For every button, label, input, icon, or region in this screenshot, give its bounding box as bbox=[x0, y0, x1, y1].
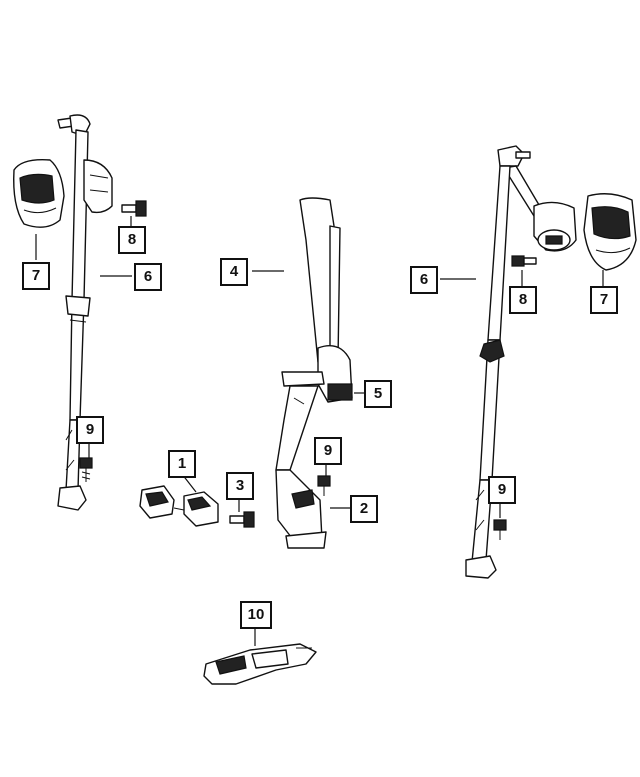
center-bolt bbox=[317, 475, 331, 496]
callout-7-left: 7 bbox=[22, 262, 50, 290]
center-belt-assembly bbox=[275, 197, 353, 549]
left-bolt bbox=[121, 200, 147, 217]
left-trim-cover bbox=[13, 159, 65, 228]
callout-1: 1 bbox=[168, 450, 196, 478]
callout-9-left: 9 bbox=[76, 416, 104, 444]
callout-9-center: 9 bbox=[314, 437, 342, 465]
callout-6-right: 6 bbox=[410, 266, 438, 294]
callout-8-right: 8 bbox=[509, 286, 537, 314]
callout-8-left: 8 bbox=[118, 226, 146, 254]
right-belt-assembly bbox=[465, 145, 577, 579]
right-bolt bbox=[511, 255, 537, 267]
left-belt-assembly bbox=[57, 114, 113, 511]
callout-6-left: 6 bbox=[134, 263, 162, 291]
callout-3: 3 bbox=[226, 472, 254, 500]
buckle-bolt bbox=[229, 511, 255, 528]
right-lower-bolt bbox=[493, 519, 507, 540]
callout-2: 2 bbox=[350, 495, 378, 523]
callout-9-right: 9 bbox=[488, 476, 516, 504]
callout-7-right: 7 bbox=[590, 286, 618, 314]
bracket-part bbox=[203, 643, 317, 685]
right-trim-cover bbox=[583, 193, 637, 271]
buckle-pair bbox=[139, 485, 219, 527]
callout-10: 10 bbox=[240, 601, 272, 629]
callout-4: 4 bbox=[220, 258, 248, 286]
left-lower-bolt bbox=[79, 457, 93, 482]
callout-5: 5 bbox=[364, 380, 392, 408]
